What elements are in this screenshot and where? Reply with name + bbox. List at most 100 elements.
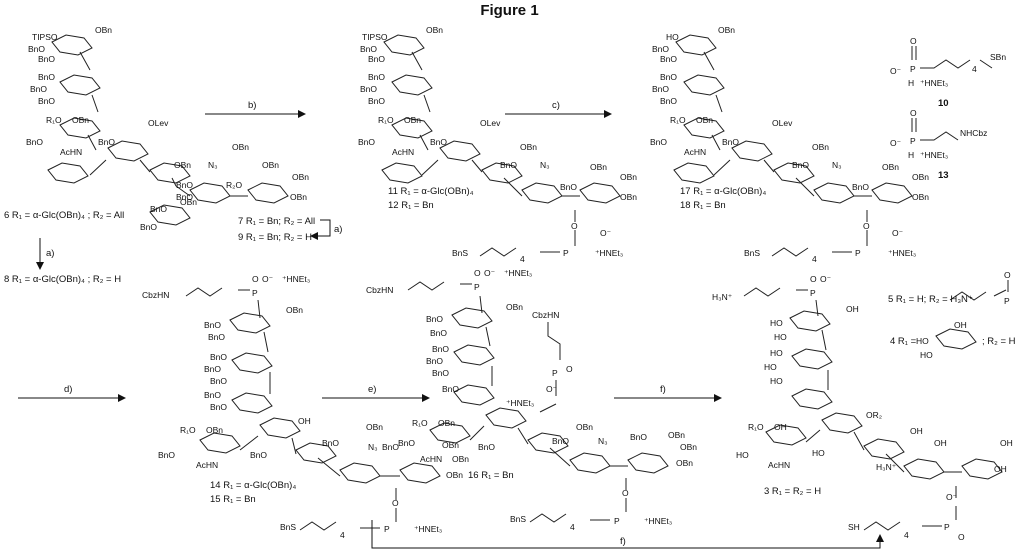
obn-group: OBn — [620, 192, 637, 202]
bno-group: BnO — [176, 192, 193, 202]
r1o-group: R₁O — [748, 422, 764, 432]
bno-group: BnO — [660, 96, 677, 106]
cbzhn-group: CbzHN — [532, 310, 559, 320]
sub4-group: 4 — [904, 530, 909, 540]
bns-group: BnS — [280, 522, 296, 532]
sub4-group: 4 — [972, 64, 977, 74]
bno-group: BnO — [38, 54, 55, 64]
bno-group: BnO — [430, 328, 447, 338]
bno-group: BnO — [368, 72, 385, 82]
p-group: P — [552, 368, 558, 378]
o-minus-group: O⁻ — [600, 228, 612, 238]
compound-15-label: 15 R₁ = Bn — [210, 494, 256, 505]
oh-group: OH — [910, 426, 923, 436]
arrow-f-16-to-3: f) — [614, 384, 722, 402]
obn-group: OBn — [404, 115, 421, 125]
o-group: O — [958, 532, 965, 542]
r1o-group: R₁O — [670, 115, 686, 125]
o-group: O — [252, 274, 259, 284]
bno-group: BnO — [38, 72, 55, 82]
bno-group: BnO — [158, 450, 175, 460]
bno-group: BnO — [500, 160, 517, 170]
compound-18-label: 18 R₁ = Bn — [680, 200, 726, 211]
bns-group: BnS — [744, 248, 760, 258]
compound-6-label: 6 R₁ = α-Glc(OBn)₄ ; R₂ = All — [4, 210, 124, 221]
bno-group: BnO — [630, 432, 647, 442]
obn-group: OBn — [718, 25, 735, 35]
oh-group: OH — [774, 422, 787, 432]
arrow-b-label: b) — [248, 100, 256, 111]
o-minus-group: O⁻ — [946, 492, 958, 502]
oh-group: OH — [994, 464, 1007, 474]
o-group: O — [1004, 270, 1011, 280]
bno-group: BnO — [30, 84, 47, 94]
oh-group: OH — [846, 304, 859, 314]
hnet3-group: ⁺HNEt₃ — [506, 398, 534, 408]
arrow-f-14-to-3: f) — [371, 520, 884, 549]
obn-group: OBn — [290, 192, 307, 202]
obn-group: OBn — [912, 192, 929, 202]
bno-group: BnO — [382, 442, 399, 452]
o-group: O — [910, 36, 917, 46]
p-group: P — [614, 516, 620, 526]
achn-group: AcHN — [392, 147, 414, 157]
obn-group: OBn — [286, 305, 303, 315]
tipso-group: TIPSO — [32, 32, 58, 42]
ho-group: HO — [736, 450, 749, 460]
compound-9-label: 9 R₁ = Bn; R₂ = H — [238, 232, 312, 243]
bno-group: BnO — [652, 84, 669, 94]
compound-4-label: 4 R₁ = — [890, 336, 917, 347]
arrow-e-label: e) — [368, 384, 376, 395]
bno-group: BnO — [250, 450, 267, 460]
bno-group: BnO — [398, 438, 415, 448]
obn-group: OBn — [442, 440, 459, 450]
obn-group: OBn — [680, 442, 697, 452]
obn-group: OBn — [590, 162, 607, 172]
hnet3-group: ⁺HNEt₃ — [504, 268, 532, 278]
bno-group: BnO — [560, 182, 577, 192]
ho-group: HO — [916, 336, 929, 346]
o-group: O — [571, 221, 578, 231]
arrow-a-7-to-9: a) — [310, 219, 342, 240]
bno-group: BnO — [98, 137, 115, 147]
bno-group: BnO — [852, 182, 869, 192]
compound-14-label: 14 R₁ = α-Glc(OBn)₄ — [210, 480, 296, 491]
compound-3-structure: H₃N⁺ P O O⁻ OH HO HO HO HO HO R₁O OH OR₂… — [712, 270, 1013, 542]
n3-group: N₃ — [832, 160, 842, 170]
compound-11-structure: TIPSO OBn BnO BnO BnO BnO BnO R₁O OBn OL… — [358, 25, 637, 264]
sh-group: SH — [848, 522, 860, 532]
compound-8-label: 8 R₁ = α-Glc(OBn)₄ ; R₂ = H — [4, 274, 121, 285]
r1o-group: R₁O — [378, 115, 394, 125]
oh-group: OH — [298, 416, 311, 426]
bno-group: BnO — [426, 314, 443, 324]
compound-11-label: 11 R₁ = α-Glc(OBn)₄ — [388, 186, 474, 197]
ho-group: HO — [764, 362, 777, 372]
h3n-group: H₃N⁺ — [712, 292, 733, 302]
sub4-group: 4 — [570, 522, 575, 532]
achn-group: AcHN — [60, 147, 82, 157]
arrow-d-label: d) — [64, 384, 72, 395]
cbzhn-group: CbzHN — [142, 290, 169, 300]
compound-16-label: 16 R₁ = Bn — [468, 470, 514, 481]
bno-group: BnO — [360, 44, 377, 54]
bno-group: BnO — [660, 54, 677, 64]
cbzhn-group: CbzHN — [366, 285, 393, 295]
compound-16-structure: CbzHN P O O⁻ ⁺HNEt₃ OBn BnO BnO BnO BnO … — [366, 268, 697, 532]
p-group: P — [252, 288, 258, 298]
bns-group: BnS — [510, 514, 526, 524]
obn-group: OBn — [426, 25, 443, 35]
r2o-group: R₂O — [226, 180, 242, 190]
bno-group: BnO — [208, 332, 225, 342]
r1o-group: R₁O — [46, 115, 62, 125]
obn-group: OBn — [812, 142, 829, 152]
arrow-f-label: f) — [620, 536, 626, 547]
o-group: O — [910, 108, 917, 118]
compound-5-label: 5 R₁ = H; R₂ = H₃N⁺ — [888, 294, 973, 305]
bno-group: BnO — [552, 436, 569, 446]
o-group: O — [392, 498, 399, 508]
compound-6-structure: TIPSO OBn BnO BnO BnO BnO BnO R₁O OBn OL… — [26, 25, 309, 232]
bno-group: BnO — [426, 356, 443, 366]
o-minus-group: O⁻ — [546, 384, 558, 394]
n3-group: N₃ — [540, 160, 550, 170]
oh-group: OH — [1000, 438, 1013, 448]
